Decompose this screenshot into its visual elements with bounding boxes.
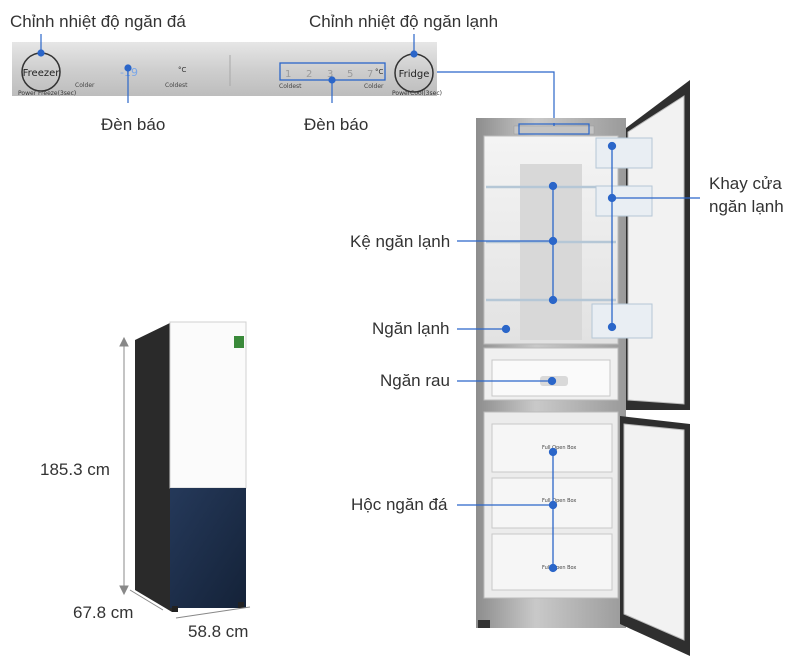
indicator-label-left: Đèn báo <box>101 115 166 134</box>
energy-label-icon <box>234 336 244 348</box>
fridge-scale-2: 2 <box>306 69 312 80</box>
callout-door-tray-line2: ngăn lạnh <box>709 197 784 216</box>
callout-fridge-compartment: Ngăn lạnh <box>372 319 450 338</box>
freezer-temp-heading: Chỉnh nhiệt độ ngăn đá <box>10 12 186 31</box>
fridge-connectors <box>457 123 700 573</box>
control-panel: Freezer Power Freeze(3sec) Colder Coldes… <box>12 42 442 97</box>
fridge-scale-1: 1 <box>285 69 291 80</box>
freezer-colder: Colder <box>75 82 95 89</box>
fridge-sub-label: PowerCool(3sec) <box>392 90 442 97</box>
indicator-label-right: Đèn báo <box>304 115 369 134</box>
callout-freezer-drawer: Hộc ngăn đá <box>351 495 448 514</box>
freezer-drawer-label-3: Full Open Box <box>542 565 576 571</box>
fridge-button-label: Fridge <box>399 69 430 80</box>
freezer-sub-label: Power Freeze(3sec) <box>18 90 76 97</box>
fridge-scale-7: 7 <box>367 69 373 80</box>
fridge-coldest: Coldest <box>279 83 302 90</box>
callout-door-tray-line1: Khay cửa <box>709 174 782 193</box>
fridge-scale-3: 3 <box>327 69 333 80</box>
fridge-scale-5: 5 <box>347 69 353 80</box>
open-fridge: Full Open Box Full Open Box Full Open Bo… <box>476 80 690 656</box>
dimension-width: 58.8 cm <box>188 622 249 641</box>
fridge-unit: °C <box>375 68 384 76</box>
dimension-depth: 67.8 cm <box>73 603 134 622</box>
freezer-unit: °C <box>178 66 187 74</box>
callout-shelf: Kệ ngăn lạnh <box>350 232 451 251</box>
freezer-display: -19 <box>120 66 138 79</box>
freezer-drawer-label-1: Full Open Box <box>542 445 576 451</box>
panel-connectors <box>37 34 555 123</box>
freezer-drawer-label-2: Full Open Box <box>542 498 576 504</box>
fridge-temp-heading: Chỉnh nhiệt độ ngăn lạnh <box>309 12 499 31</box>
dimension-height: 185.3 cm <box>40 460 110 479</box>
fridge-colder: Colder <box>364 83 384 90</box>
fridge-scale: 1 2 3 5 7 °C <box>285 68 384 80</box>
fridge-exterior <box>135 321 247 612</box>
freezer-button-label: Freezer <box>23 68 61 79</box>
freezer-coldest: Coldest <box>165 82 188 89</box>
dimension-lines <box>119 336 251 619</box>
callout-crisper: Ngăn rau <box>380 371 450 390</box>
